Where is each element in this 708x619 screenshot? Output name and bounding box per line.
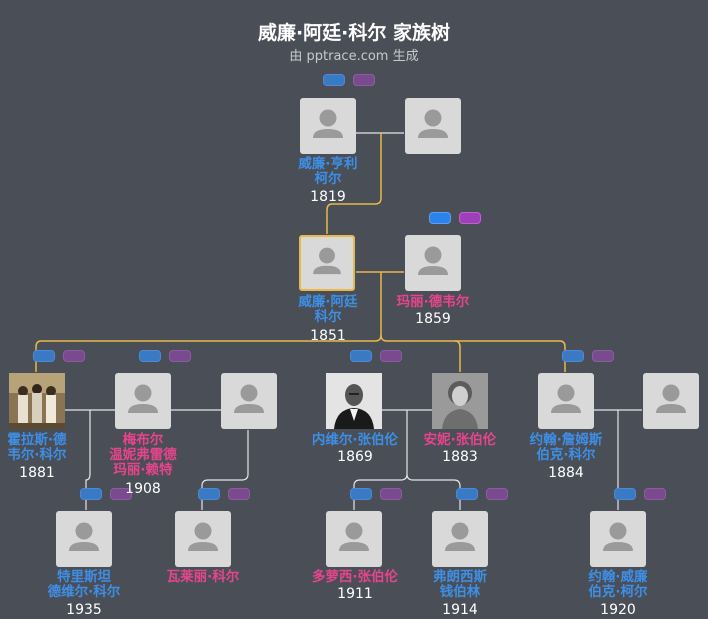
person-name[interactable]: 约翰·威廉 伯克·柯尔 <box>588 569 648 600</box>
person-avatar[interactable] <box>326 511 382 567</box>
birth-year: 1884 <box>548 465 584 481</box>
focus-person-avatar[interactable] <box>299 235 355 291</box>
birth-year: 1920 <box>600 602 636 618</box>
person-silhouette-icon <box>445 522 475 551</box>
descent-line <box>380 334 566 372</box>
person-photo[interactable] <box>326 373 382 429</box>
person-silhouette-icon <box>69 522 99 551</box>
person-silhouette-icon <box>128 384 158 413</box>
relation-pill-purple[interactable] <box>380 350 402 362</box>
person-name[interactable]: 霍拉斯·德 韦尔·科尔 <box>7 432 67 463</box>
person-photo[interactable] <box>432 373 488 429</box>
relation-pill-blue[interactable] <box>323 74 345 86</box>
birth-year: 1883 <box>442 449 478 465</box>
birth-year: 1935 <box>66 602 102 618</box>
person-name[interactable]: 多萝西·张伯伦 <box>311 569 399 585</box>
spouse-avatar[interactable] <box>405 98 461 154</box>
person-silhouette-icon <box>339 522 369 551</box>
birth-year: 1851 <box>310 328 346 344</box>
birth-year: 1819 <box>310 189 346 205</box>
descent-line <box>406 473 461 510</box>
portrait-photo-icon <box>432 373 488 429</box>
birth-year: 1859 <box>415 311 451 327</box>
person-silhouette-icon <box>603 522 633 551</box>
spouse-avatar[interactable] <box>405 235 461 291</box>
relation-pill-blue[interactable] <box>198 488 220 500</box>
person-silhouette-icon <box>656 384 686 413</box>
descent-line <box>85 410 91 510</box>
person-name[interactable]: 玛丽·德韦尔 <box>396 294 470 310</box>
page-subtitle: 由 pptrace.com 生成 <box>289 49 419 64</box>
person-avatar[interactable] <box>538 373 594 429</box>
person-name[interactable]: 弗朗西斯 钱伯林 <box>433 569 487 600</box>
person-silhouette-icon <box>188 522 218 551</box>
group-photo-icon <box>9 373 65 429</box>
person-name[interactable]: 特里斯坦 德维尔·科尔 <box>47 569 121 600</box>
relation-pill-blue[interactable] <box>139 350 161 362</box>
person-silhouette-icon <box>313 247 341 275</box>
portrait-photo-icon <box>326 373 382 429</box>
person-photo[interactable] <box>9 373 65 429</box>
birth-year: 1881 <box>19 465 55 481</box>
spouse-avatar[interactable] <box>221 373 277 429</box>
page-title: 威廉·阿廷·科尔 家族树 <box>257 22 451 44</box>
relation-pill-blue[interactable] <box>562 350 584 362</box>
person-avatar[interactable] <box>590 511 646 567</box>
person-silhouette-icon <box>418 246 448 275</box>
person-name[interactable]: 威廉·阿廷 科尔 <box>298 294 358 325</box>
person-silhouette-icon <box>551 384 581 413</box>
birth-year: 1908 <box>125 481 161 497</box>
relation-pill-blue[interactable] <box>350 350 372 362</box>
relation-pill-purple[interactable] <box>459 212 481 224</box>
person-name[interactable]: 瓦莱丽·科尔 <box>166 569 240 585</box>
birth-year: 1914 <box>442 602 478 618</box>
relation-pill-purple[interactable] <box>380 488 402 500</box>
relation-pill-blue[interactable] <box>350 488 372 500</box>
person-avatar[interactable] <box>175 511 231 567</box>
relation-pill-blue[interactable] <box>33 350 55 362</box>
relation-pill-blue[interactable] <box>614 488 636 500</box>
person-name[interactable]: 威廉·亨利 柯尔 <box>298 156 358 187</box>
relation-pill-purple[interactable] <box>110 488 132 500</box>
person-avatar[interactable] <box>432 511 488 567</box>
person-avatar[interactable] <box>56 511 112 567</box>
relation-pill-purple[interactable] <box>592 350 614 362</box>
person-silhouette-icon <box>313 109 343 138</box>
relation-pill-blue[interactable] <box>80 488 102 500</box>
person-name[interactable]: 内维尔·张伯伦 <box>311 432 399 448</box>
person-name[interactable]: 梅布尔 温妮弗雷德 玛丽·赖特 <box>109 432 177 478</box>
person-avatar[interactable] <box>300 98 356 154</box>
birth-year: 1869 <box>337 449 373 465</box>
descent-line <box>326 133 382 234</box>
relation-pill-purple[interactable] <box>228 488 250 500</box>
spouse-avatar[interactable] <box>115 373 171 429</box>
spouse-avatar[interactable] <box>643 373 699 429</box>
relation-pill-purple[interactable] <box>169 350 191 362</box>
relation-pill-blue[interactable] <box>456 488 478 500</box>
relation-pill-purple[interactable] <box>353 74 375 86</box>
person-silhouette-icon <box>234 384 264 413</box>
relation-pill-purple[interactable] <box>486 488 508 500</box>
descent-line <box>353 410 408 510</box>
descent-line <box>201 430 249 510</box>
person-name[interactable]: 约翰·詹姆斯 伯克·科尔 <box>529 432 603 463</box>
birth-year: 1911 <box>337 586 373 602</box>
person-silhouette-icon <box>418 109 448 138</box>
relation-pill-purple[interactable] <box>63 350 85 362</box>
descent-line <box>454 340 461 372</box>
relation-pill-blue[interactable] <box>429 212 451 224</box>
relation-pill-purple[interactable] <box>644 488 666 500</box>
person-name[interactable]: 安妮·张伯伦 <box>423 432 497 448</box>
